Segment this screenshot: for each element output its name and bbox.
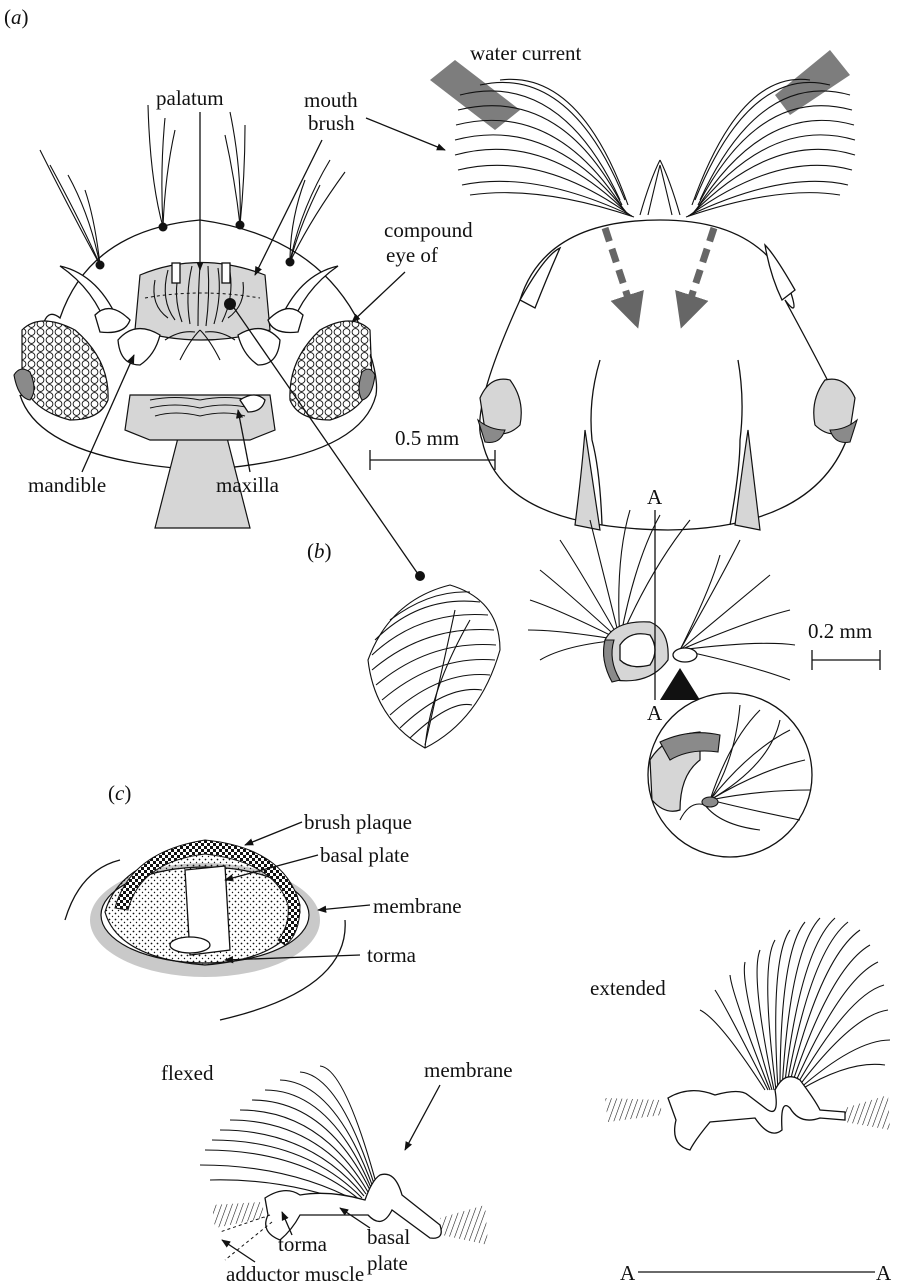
label-torma-flexed: torma xyxy=(278,1232,328,1256)
right-head-drawing xyxy=(430,50,857,530)
panel-label-a: (a) xyxy=(4,5,29,29)
label-flexed: flexed xyxy=(161,1061,214,1085)
label-plate: plate xyxy=(367,1251,408,1275)
section-axis-aa: A A xyxy=(620,1261,892,1283)
svg-text:0.2 mm: 0.2 mm xyxy=(808,619,872,643)
scale-bar-a: 0.5 mm xyxy=(370,426,495,470)
panel-label-c: (c) xyxy=(108,781,131,805)
panel-label-b: (b) xyxy=(307,539,332,563)
section-label-top: A xyxy=(647,485,663,509)
brush-side-view xyxy=(368,585,500,748)
right-head-capsule xyxy=(480,220,850,530)
scale-bar-b: 0.2 mm xyxy=(808,619,880,670)
magnified-inset xyxy=(648,693,812,857)
label-compound-line1: compound xyxy=(384,218,473,242)
label-membrane-flexed: membrane xyxy=(424,1058,513,1082)
extended-brush-drawing xyxy=(605,918,890,1150)
label-basal: basal xyxy=(367,1225,410,1249)
label-adductor-muscle: adductor muscle xyxy=(226,1262,364,1283)
svg-text:0.5 mm: 0.5 mm xyxy=(395,426,459,450)
label-brush-line2: brush xyxy=(308,111,355,135)
left-head-drawing xyxy=(14,105,377,528)
label-membrane: membrane xyxy=(373,894,462,918)
label-maxilla: maxilla xyxy=(216,473,280,497)
label-mouth-line1: mouth xyxy=(304,88,358,112)
label-torma: torma xyxy=(367,943,417,967)
left-current-band xyxy=(430,60,520,130)
brush-plaque-drawing xyxy=(65,840,345,1020)
label-brush-plaque: brush plaque xyxy=(304,810,412,834)
svg-text:A: A xyxy=(620,1261,636,1283)
label-water-current: water current xyxy=(470,41,582,65)
label-extended: extended xyxy=(590,976,666,1000)
label-eye-of-line2: eye of xyxy=(386,243,438,267)
label-mandible: mandible xyxy=(28,473,106,497)
svg-text:A: A xyxy=(876,1261,892,1283)
label-basal-plate: basal plate xyxy=(320,843,409,867)
section-label-bottom: A xyxy=(647,701,663,725)
flexed-brush-drawing xyxy=(200,1066,488,1260)
label-palatum: palatum xyxy=(156,86,224,110)
